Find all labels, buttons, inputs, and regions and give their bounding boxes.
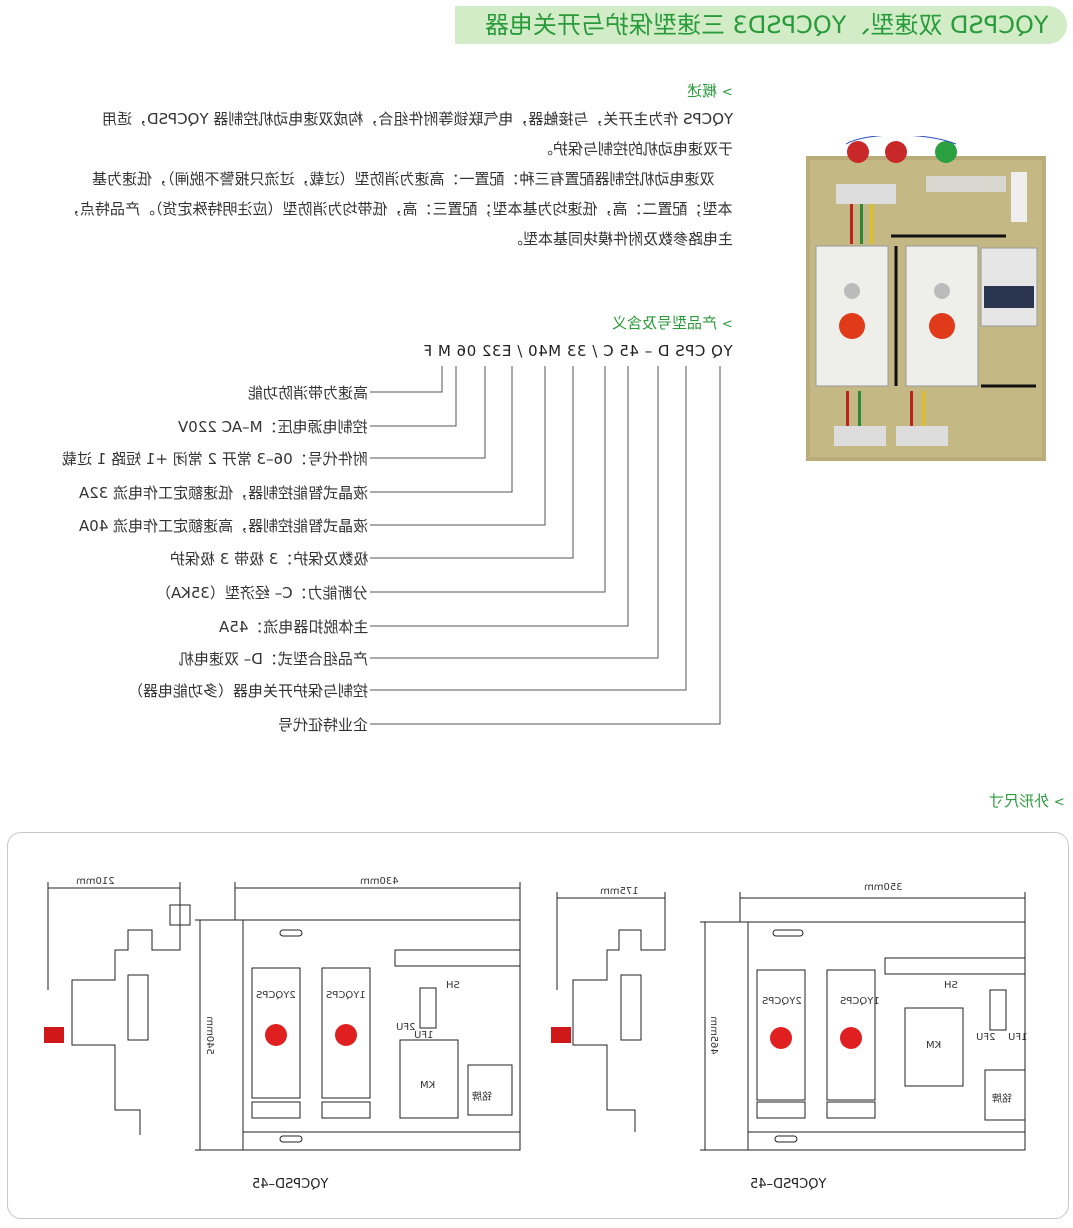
right-nameplate-label: 铭牌: [992, 1094, 1012, 1105]
product-photo: [806, 134, 1046, 461]
right-fuse1-label: 1FU: [1008, 1032, 1028, 1043]
page-title: YQCPSD 双速型、YQCPSD3 三速型保护与开关电器: [485, 11, 1049, 39]
dimension-panel: [7, 832, 1069, 1219]
indicator-light-red-icon: [885, 141, 907, 163]
overview-heading: > 概述: [687, 82, 733, 100]
right-caption: YQCPSD–45: [750, 1177, 827, 1192]
model-def-10: 控制与保护开关电器（多功能电器）: [127, 682, 368, 700]
left-caption: YQCPSD–45: [252, 1177, 329, 1192]
overview-text: YQCPS 作为主开关，与接触器，电气联锁等附件组合，构成双速电动机控制器 YQ…: [65, 104, 733, 254]
knob-2-icon: [770, 1027, 792, 1049]
overview-line: 于双速电动机的控制与保护。: [537, 140, 733, 158]
indicator-light-green-icon: [935, 141, 957, 163]
drawing-left: [44, 882, 521, 1151]
model-def-3: 附件代号：06–3 常开 2 常闭 +1 短路 1 过载: [62, 450, 368, 468]
model-def-8: 主体脱扣器电流：45A: [218, 618, 368, 636]
left-fuse1-label: 1FU: [414, 1030, 434, 1041]
model-def-6: 极数及保护：3 极带 3 极保护: [169, 550, 368, 568]
right-km-label: KM: [926, 1040, 942, 1051]
model-heading: > 产品型号及含义: [612, 314, 733, 332]
right-sh-label: SH: [944, 980, 958, 991]
left-side-width: 210mm: [76, 876, 115, 887]
left-unit2-label: 2YQCPS: [256, 990, 296, 1001]
overview-line: 双速电动机控制器配置有三种：配置一：高速为消防型（过载，过流只报警不脱闸），低速…: [92, 170, 715, 188]
left-km-label: KM: [420, 1080, 436, 1091]
model-def-5: 液晶式智能控制器，高速额定工作电流 40A: [78, 517, 368, 535]
title-banner: YQCPSD 双速型、YQCPSD3 三速型保护与开关电器: [455, 6, 1067, 44]
right-front-width: 350mm: [864, 882, 903, 893]
left-front-width: 430mm: [360, 876, 399, 887]
drawing-right: [551, 892, 1026, 1151]
model-def-9: 产品组合型式：D– 双速电机: [179, 650, 368, 668]
overview-line: YQCPS 作为主开关，与接触器，电气联锁等附件组合，构成双速电动机控制器 YQ…: [101, 110, 733, 128]
model-code: YQ CPS D – 45 C / 33 M40 / E32 06 M F: [423, 342, 733, 360]
model-def-4: 液晶式智能控制器，低速额定工作电流 32A: [78, 484, 368, 502]
left-nameplate-label: 铭牌: [472, 1092, 492, 1103]
model-def-11: 企业特征代号: [277, 716, 368, 734]
right-fuse2-label: 2FU: [976, 1032, 996, 1043]
overview-line: 本型；配置二：高，低速均为基本型；配置三：高，低带均为消防型（应注明特殊定货）。…: [65, 200, 733, 218]
right-height: 465mm: [707, 1016, 719, 1055]
model-def-7: 分断能力：C– 经济型（35KA）: [156, 584, 368, 602]
right-unit1-label: 1YQCPS: [840, 996, 880, 1007]
left-fuse2-label: 2FU: [396, 1022, 416, 1033]
right-unit2-label: 2YQCPS: [762, 996, 802, 1007]
overview-line: 主电路参数及附件模块同基本型。: [507, 230, 733, 248]
model-def-1: 高速为带消防功能: [247, 384, 368, 402]
left-height: 540mm: [203, 1016, 215, 1055]
right-side-width: 175mm: [600, 886, 639, 897]
left-unit1-label: 1YQCPS: [326, 990, 366, 1001]
knob-1-icon: [840, 1027, 862, 1049]
dimensions-heading: > 外形尺寸: [989, 792, 1065, 810]
indicator-light-red-icon: [847, 141, 869, 163]
left-sh-label: SH: [446, 980, 460, 991]
model-def-2: 控制电源电压：M–AC 220V: [178, 418, 368, 436]
knob-2-icon: [265, 1024, 287, 1046]
model-leader-lines: [370, 366, 721, 725]
knob-1-icon: [335, 1024, 357, 1046]
